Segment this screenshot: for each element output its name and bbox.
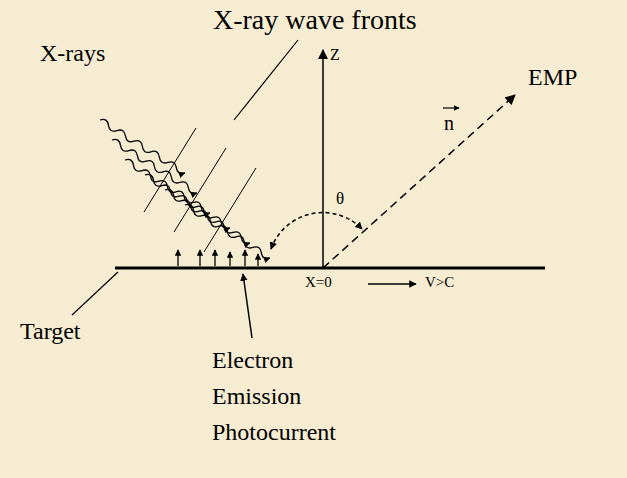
xray-waves <box>98 117 271 260</box>
emp-direction <box>323 95 515 268</box>
leader-line <box>234 40 298 120</box>
angle-label: θ <box>336 190 344 209</box>
callout-label: Target <box>20 318 81 344</box>
velocity-label: V>C <box>425 274 454 291</box>
callout-label: Electron Emission Photocurrent <box>212 342 362 450</box>
target-surface <box>115 267 545 270</box>
leader-line <box>243 274 252 338</box>
wave-fronts <box>144 128 256 252</box>
position-label: X=0 <box>305 274 332 291</box>
z-axis <box>322 50 324 268</box>
velocity-arrow <box>368 283 416 285</box>
angle-arc <box>271 213 362 249</box>
electron-arrows <box>178 250 258 266</box>
leader-line <box>72 272 118 315</box>
callout-label: X-rays <box>40 40 105 66</box>
vector-mark <box>443 107 459 108</box>
vector-label: n <box>444 112 454 134</box>
callout-label: X-ray wave fronts <box>213 5 417 36</box>
callout-label: EMP <box>528 64 577 90</box>
axis-label: Z <box>330 46 340 64</box>
